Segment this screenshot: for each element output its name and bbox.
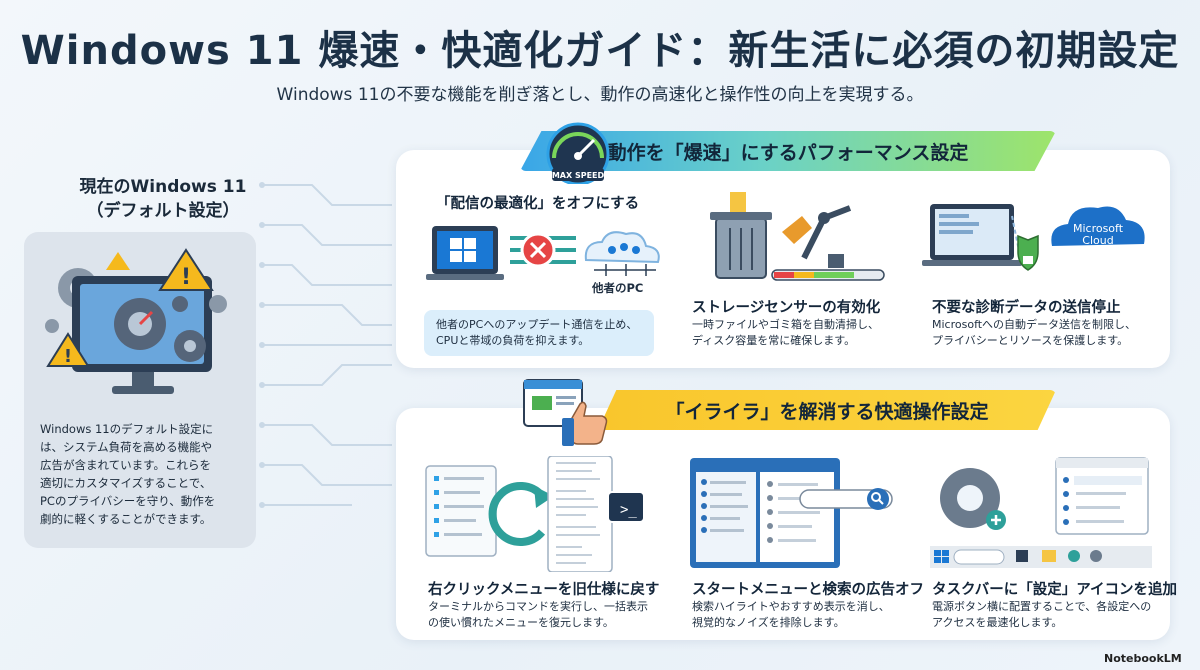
- start-menu-search-illustration: [690, 458, 893, 568]
- delivery-optimization-desc: 他者のPCへのアップデート通信を止め、 CPUと帯域の負荷を抑えます。: [436, 317, 637, 349]
- left-desc-line: PCのプライバシーを守り、動作を: [40, 494, 216, 508]
- taskbar-settings-desc: 電源ボタン横に配置することで、各設定への アクセスを最速化します。: [932, 599, 1151, 631]
- desc-line: Microsoftへの自動データ送信を制限し、: [932, 318, 1137, 331]
- diagnostic-data-illustration: Microsoft Cloud: [922, 204, 1145, 271]
- taskbar-settings-title: タスクバーに「設定」アイコンを追加: [932, 582, 1178, 598]
- desc-line: CPUと帯域の負荷を抑えます。: [436, 334, 590, 347]
- context-menu-desc: ターミナルからコマンドを実行し、一括表示 の使い慣れたメニューを復元します。: [428, 599, 648, 631]
- start-menu-ads-title: スタートメニューと検索の広告オフ: [692, 582, 924, 598]
- delivery-optimization-title: 「配信の最適化」をオフにする: [436, 196, 640, 212]
- desc-line: アクセスを最速化します。: [932, 616, 1063, 629]
- left-desc-line: Windows 11のデフォルト設定に: [40, 422, 214, 436]
- delivery-optimization-callout: [424, 310, 654, 356]
- svg-text:>_: >_: [620, 502, 637, 518]
- left-desc-line: 広告が含まれています。これらを: [40, 458, 212, 472]
- start-menu-ads-desc: 検索ハイライトやおすすめ表示を消し、 視覚的なノイズを排除します。: [692, 599, 890, 631]
- circuit-lines-decoration: [259, 182, 392, 508]
- delivery-optimization-illustration: [426, 226, 660, 280]
- left-desc-line: 適切にカスタマイズすることで、: [40, 476, 212, 490]
- thumbs-up-window-icon: [523, 379, 608, 446]
- desc-line: 一時ファイルやゴミ箱を自動清掃し、: [692, 318, 879, 331]
- monitor-gears-warning-icon: ! !: [45, 248, 227, 394]
- left-heading: 現在のWindows 11 （デフォルト設定）: [28, 175, 298, 223]
- left-desc-line: は、システム負荷を高める機能や: [40, 440, 213, 454]
- desc-line: 他者のPCへのアップデート通信を止め、: [436, 318, 638, 331]
- desc-line: の使い慣れたメニューを復元します。: [428, 616, 614, 629]
- svg-text:!: !: [64, 346, 72, 367]
- desc-line: 電源ボタン横に配置することで、各設定への: [932, 600, 1152, 613]
- other-pc-label: 他者のPC: [592, 281, 644, 295]
- svg-text:!: !: [181, 265, 191, 290]
- context-menu-title: 右クリックメニューを旧仕様に戻す: [428, 582, 660, 598]
- cloud-label-line1: Microsoft: [1073, 222, 1124, 235]
- storage-sense-illustration: [710, 192, 885, 281]
- desc-line: ターミナルからコマンドを実行し、一括表示: [428, 600, 648, 613]
- desc-line: 視覚的なノイズを排除します。: [692, 616, 845, 629]
- left-desc-line: 劇的に軽くすることができます。: [40, 512, 212, 526]
- taskbar-settings-illustration: [930, 457, 1152, 568]
- diagnostic-data-desc: Microsoftへの自動データ送信を制限し、 プライバシーとリソースを保護しま…: [932, 317, 1136, 349]
- notebooklm-brand: NotebookLM: [1104, 652, 1182, 665]
- page-title: Windows 11 爆速・快適化ガイド：新生活に必須の初期設定: [20, 28, 1180, 74]
- gauge-label: MAX SPEED: [552, 171, 605, 180]
- left-description: Windows 11のデフォルト設定に は、システム負荷を高める機能や 広告が含…: [40, 420, 250, 528]
- cloud-label-line2: Cloud: [1082, 234, 1113, 247]
- desc-line: 検索ハイライトやおすすめ表示を消し、: [692, 600, 890, 613]
- comfort-banner: 「イライラ」を解消する快適操作設定: [598, 390, 1056, 430]
- desc-line: ディスク容量を常に確保します。: [692, 334, 856, 347]
- context-menu-illustration: >_: [425, 456, 644, 572]
- speedometer-icon: MAX SPEED: [546, 122, 610, 184]
- page-subtitle: Windows 11の不要な機能を削ぎ落とし、動作の高速化と操作性の向上を実現す…: [276, 85, 924, 105]
- left-heading-line1: 現在のWindows 11: [79, 177, 247, 197]
- storage-sense-desc: 一時ファイルやゴミ箱を自動清掃し、 ディスク容量を常に確保します。: [692, 317, 879, 349]
- left-heading-line2: （デフォルト設定）: [86, 201, 240, 221]
- desc-line: プライバシーとリソースを保護します。: [932, 334, 1129, 347]
- storage-sense-title: ストレージセンサーの有効化: [692, 300, 881, 316]
- diagnostic-data-title: 不要な診断データの送信停止: [932, 300, 1121, 316]
